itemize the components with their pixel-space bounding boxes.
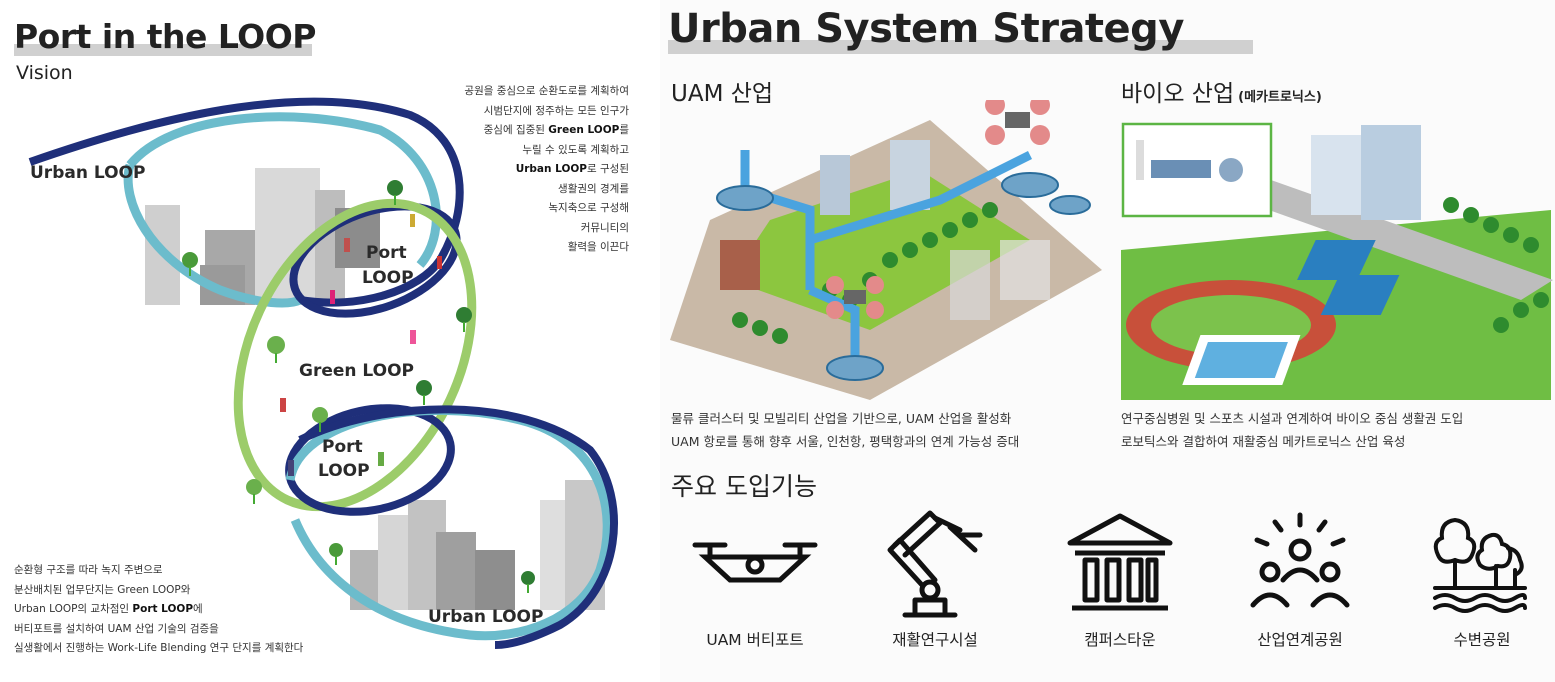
urban-loop-top — [28, 97, 464, 307]
text-line: 순환형 구조를 따라 녹지 주변으로 — [14, 564, 163, 576]
uam-route — [740, 150, 1033, 360]
person-icon — [437, 256, 442, 269]
urban-loop-top-label: Urban LOOP — [30, 163, 146, 183]
text-line: 분산배치된 업무단지는 Green LOOP와 — [14, 583, 191, 596]
person-icon — [410, 330, 416, 344]
drone-icon — [985, 100, 1050, 145]
green-loop-label: Green LOOP — [299, 361, 415, 381]
tree-icon — [329, 543, 343, 565]
drone-icon — [692, 542, 818, 583]
building — [1000, 240, 1050, 300]
urban-loop-top-left — [123, 163, 303, 308]
building — [950, 250, 990, 320]
building — [720, 240, 760, 290]
person-icon — [344, 238, 350, 252]
port-loop-top-label-2: LOOP — [362, 268, 414, 288]
bio-caption: 연구중심병원 및 스포츠 시설과 연계하여 바이오 중심 생활권 도입 로보틱스… — [1121, 407, 1551, 453]
caption-line: UAM 항로를 통해 향후 서울, 인천항, 평택항과의 연계 가능성 증대 — [671, 434, 1020, 449]
features-title: 주요 도입기능 — [671, 472, 817, 501]
urban-loop-bottom-navy — [298, 405, 618, 649]
community-people-icon — [1250, 512, 1350, 608]
tree-icon — [456, 307, 472, 332]
vertiport — [1049, 195, 1091, 215]
feature-label-waterside: 수변공원 — [1453, 631, 1511, 649]
tree-icon — [267, 336, 285, 363]
text-line: 누릴 수 있도록 계획하고 — [522, 143, 629, 156]
tree-icon — [182, 252, 198, 276]
trees — [182, 180, 535, 593]
drone-icon — [826, 276, 884, 319]
text-line: 녹지축으로 구성해 — [548, 202, 629, 214]
feature-label-vertiport: UAM 버티포트 — [706, 631, 804, 649]
person-icon — [288, 460, 294, 476]
feature-label-rehab: 재활연구시설 — [892, 631, 978, 649]
port-loop-top — [289, 202, 461, 318]
building — [540, 500, 568, 610]
loop-diagram — [28, 97, 618, 649]
caption-line: 로보틱스와 결합하여 재활중심 메카트로닉스 산업 육성 — [1121, 434, 1406, 449]
tree-icon — [521, 571, 535, 593]
left-title: Port in the LOOP — [14, 17, 316, 56]
text-line: 중심에 집중된 Green LOOP를 — [483, 124, 629, 136]
bottom-buildings — [350, 480, 605, 610]
tree-icon — [387, 180, 403, 205]
uam-caption: 물류 클러스터 및 모빌리티 산업을 기반으로, UAM 산업을 활성화 UAM… — [671, 407, 1111, 453]
person-icon — [280, 398, 286, 412]
text-line: Urban LOOP의 교차점인 Port LOOP에 — [14, 603, 203, 615]
waterside-trees-icon — [1433, 517, 1527, 613]
uam-illustration — [670, 100, 1102, 400]
tennis-court — [1320, 275, 1400, 315]
vertiport — [716, 185, 774, 211]
tree-icon — [416, 380, 432, 405]
people — [280, 214, 442, 476]
building — [820, 155, 850, 215]
left-subtitle: Vision — [16, 62, 73, 84]
text-line: Urban LOOP로 구성된 — [515, 163, 629, 175]
right-title: Urban System Strategy — [668, 6, 1184, 52]
robot-arm-icon — [887, 510, 983, 618]
vertiport — [1001, 172, 1059, 198]
caption-line: 물류 클러스터 및 모빌리티 산업을 기반으로, UAM 산업을 활성화 — [671, 411, 1012, 426]
person-icon — [410, 214, 415, 227]
text-line: 활력을 이끈다 — [567, 241, 629, 253]
feature-label-park: 산업연계공원 — [1257, 631, 1343, 649]
green-loop — [233, 198, 477, 512]
text-line: 실생활에서 진행하는 Work-Life Blending 연구 단지를 계획한… — [14, 642, 304, 654]
building — [378, 515, 408, 610]
top-buildings — [145, 168, 380, 305]
building — [475, 550, 515, 610]
text-line: 버티포트를 설치하여 UAM 산업 기술의 검증을 — [14, 622, 219, 635]
port-loop-bottom-label-2: LOOP — [318, 461, 370, 481]
text-line: 시범단지에 정주하는 모든 인구가 — [483, 104, 629, 117]
urban-loop-bottom-label: Urban LOOP — [428, 607, 544, 627]
person-icon — [378, 452, 384, 466]
vision-text-bottom: 순환형 구조를 따라 녹지 주변으로 분산배치된 업무단지는 Green LOO… — [14, 561, 434, 659]
campus-building-icon — [1067, 513, 1173, 611]
tennis-court — [1297, 240, 1376, 280]
feature-label-campus: 캠퍼스타운 — [1084, 631, 1156, 649]
port-loop-top-label-1: Port — [366, 243, 407, 263]
bio-heading: 바이오 산업(메카트로닉스) — [1121, 81, 1322, 107]
person-icon — [330, 290, 335, 304]
vision-text-top: 공원을 중심으로 순환도로를 계획하여 시범단지에 정주하는 모든 인구가 중심… — [389, 82, 629, 258]
trees — [1443, 197, 1549, 333]
text-line: 커뮤니티의 — [580, 221, 629, 234]
text-line: 생활권의 경계를 — [558, 182, 629, 195]
building — [436, 532, 476, 610]
building — [890, 140, 930, 210]
port-loop-bottom-label-1: Port — [322, 437, 363, 457]
tree-icon — [246, 479, 262, 504]
vertiport — [826, 355, 884, 381]
text-line: 공원을 중심으로 순환도로를 계획하여 — [464, 85, 629, 97]
tree-icon — [312, 407, 328, 432]
caption-line: 연구중심병원 및 스포츠 시설과 연계하여 바이오 중심 생활권 도입 — [1121, 411, 1464, 426]
uam-heading: UAM 산업 — [671, 81, 774, 107]
bio-illustration — [1121, 122, 1553, 400]
